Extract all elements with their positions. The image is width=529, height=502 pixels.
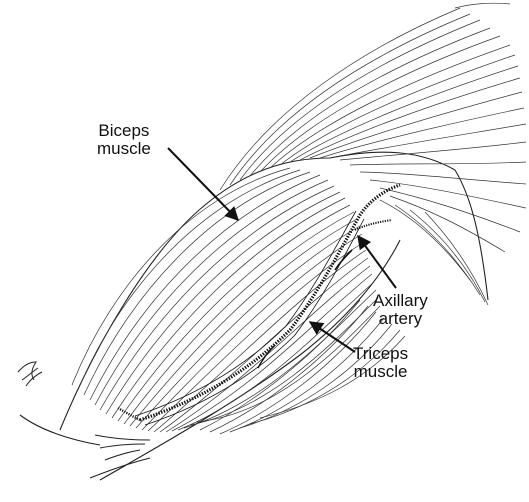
triceps-label-line1: Triceps: [353, 345, 408, 363]
axillary-artery-vessel: [118, 185, 400, 425]
biceps-arrow: [168, 148, 238, 220]
axillary-artery-arrow: [358, 236, 396, 288]
triceps-label-line2: muscle: [353, 363, 408, 381]
axillary-label-line2: artery: [373, 310, 428, 328]
biceps-label-line1: Biceps: [97, 122, 151, 140]
triceps-arrow: [310, 322, 355, 352]
axillary-artery-label: Axillary artery: [373, 292, 428, 328]
biceps-muscle-label: Biceps muscle: [97, 122, 151, 158]
axillary-label-line1: Axillary: [373, 292, 428, 310]
triceps-muscle-label: Triceps muscle: [353, 345, 408, 381]
biceps-label-line2: muscle: [97, 140, 151, 158]
